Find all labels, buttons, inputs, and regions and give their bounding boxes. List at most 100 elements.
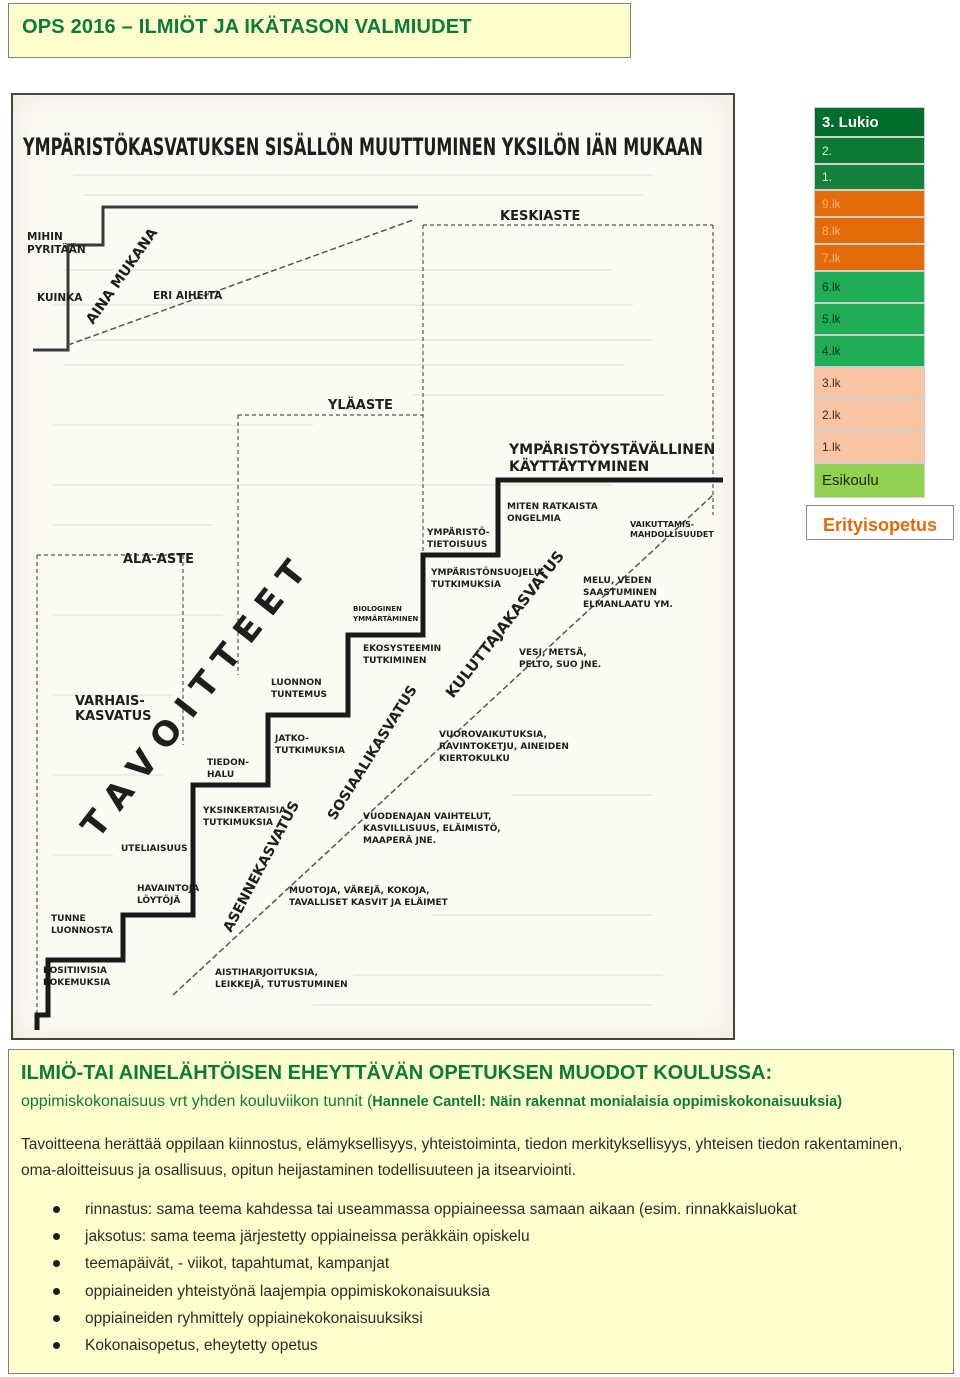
list-item: Kokonaisopetus, eheytetty opetus	[9, 1332, 797, 1359]
list-item-text: rinnastus: sama teema kahdessa tai useam…	[85, 1201, 797, 1218]
grade-row: 6.lk	[814, 271, 925, 303]
bullet-icon	[53, 1260, 60, 1268]
content-muotoja-1: MUOTOJA, VÄREJÄ, KOKOJA,	[289, 885, 430, 896]
scanned-diagram: YMPÄRISTÖKASVATUKSEN SISÄLLÖN MUUTTUMINE…	[11, 93, 735, 1040]
content-vuorovaikutuksia-3: KIERTOKULKU	[439, 754, 510, 764]
forms-list: rinnastus: sama teema kahdessa tai useam…	[9, 1196, 797, 1359]
content-vuodenajan-1: VUODENAJAN VAIHTELUT,	[363, 812, 492, 822]
content-melu-3: ELMANLAATU YM.	[583, 600, 673, 610]
grade-row: 3. Lukio	[814, 107, 925, 137]
level-keskiaste: KESKIASTE	[500, 209, 580, 224]
list-item-text: jaksotus: sama teema järjestetty oppiain…	[85, 1228, 530, 1246]
step-jatko-2: TUTKIMUKSIA	[275, 746, 345, 756]
content-vuodenajan-3: MAAPERÄ JNE.	[363, 835, 436, 846]
step-luonnon-2: TUNTEMUS	[271, 690, 327, 700]
step-uteliaisuus: UTELIAISUUS	[121, 844, 188, 854]
step-tiedonhalu-1: TIEDON-	[207, 758, 249, 768]
list-item: teemapäivät, - viikot, tapahtumat, kampa…	[9, 1250, 797, 1277]
list-item: jaksotus: sama teema järjestetty oppiain…	[9, 1223, 797, 1250]
step-ekosysteemin-1: EKOSYSTEEMIN	[363, 644, 441, 654]
aims-diagonal-line	[67, 219, 414, 346]
aim-eri-aiheita: ERI AIHEITA	[153, 290, 223, 302]
list-item-text: Kokonaisopetus, eheytetty opetus	[85, 1337, 318, 1355]
content-aistiharjoituksia-2: LEIKKEJÄ, TUTUSTUMINEN	[215, 979, 348, 990]
grade-row: 5.lk	[814, 303, 925, 335]
grade-row: 2.lk	[814, 399, 925, 431]
list-item-text: oppiaineiden yhteistyönä laajempia oppim…	[85, 1282, 490, 1300]
step-ymparistoystavallinen-1: YMPÄRISTÖYSTÄVÄLLINEN	[508, 440, 715, 458]
step-tiedonhalu-2: HALU	[207, 770, 234, 780]
aim-kuinka: KUINKA	[37, 292, 83, 304]
step-ymparistonsuojelu-2: TUTKIMUKSIA	[431, 580, 501, 590]
list-item: oppiaineiden ryhmittely oppiainekokonais…	[9, 1305, 797, 1332]
grade-row: Esikoulu	[814, 463, 925, 498]
step-havaintoja-1: HAVAINTOJA	[137, 884, 199, 894]
step-ekosysteemin-2: TUTKIMINEN	[363, 656, 426, 666]
list-item: oppiaineiden yhteistyönä laajempia oppim…	[9, 1278, 797, 1305]
grade-row: 1.lk	[814, 431, 925, 463]
step-ymparistotietoisuus-1: YMPÄRISTÖ-	[426, 527, 490, 538]
step-vaikuttamis-2: MAHDOLLISUUDET	[630, 530, 714, 539]
grade-row: 8.lk	[814, 217, 925, 244]
grade-row: 9.lk	[814, 190, 925, 217]
step-yksinkertaisia-1: YKSINKERTAISIA	[202, 806, 286, 816]
diagonal-line	[172, 494, 714, 996]
content-vesi-2: PELTO, SUO JNE.	[519, 660, 601, 670]
scan-texture	[53, 174, 663, 1006]
forms-text-box: ILMIÖ-TAI AINELÄHTÖISEN EHEYTTÄVÄN OPETU…	[8, 1049, 954, 1374]
aim-aina-mukana: AINA MUKANA	[83, 225, 161, 327]
content-aistiharjoituksia-1: AISTIHARJOITUKSIA,	[215, 968, 318, 978]
step-miten-2: ONGELMIA	[507, 514, 561, 524]
forms-subheading-text: oppimiskokonaisuus vrt yhden kouluviikon…	[21, 1093, 373, 1110]
content-vuorovaikutuksia-1: VUOROVAIKUTUKSIA,	[439, 730, 547, 740]
forms-heading: ILMIÖ-TAI AINELÄHTÖISEN EHEYTTÄVÄN OPETU…	[21, 1062, 773, 1084]
aims-staircase-line	[33, 205, 418, 352]
forms-subheading: oppimiskokonaisuus vrt yhden kouluviikon…	[21, 1093, 842, 1111]
step-yksinkertaisia-2: TUTKIMUKSIA	[203, 818, 273, 828]
level-ala-aste: ALA-ASTE	[123, 552, 194, 567]
page-title: OPS 2016 – ILMIÖT JA IKÄTASON VALMIUDET	[22, 16, 472, 38]
step-ymparistotietoisuus-2: TIETOISUUS	[427, 540, 487, 550]
content-vuorovaikutuksia-2: RAVINTOKETJU, AINEIDEN	[439, 742, 569, 752]
grade-row: 2.	[814, 137, 925, 164]
step-biologinen-2: YMMÄRTÄMINEN	[352, 614, 418, 623]
content-vuodenajan-2: KASVILLISUUS, ELÄIMISTÖ,	[363, 823, 501, 834]
aim-mihin-1: MIHIN	[27, 231, 63, 243]
staircase-diagram: YMPÄRISTÖKASVATUKSEN SISÄLLÖN MUUTTUMINE…	[22, 131, 723, 1030]
step-positiivisia-1: POSITIIVISIA	[43, 966, 107, 976]
content-melu-1: MELU, VEDEN	[583, 576, 652, 586]
step-luonnon-1: LUONNON	[271, 678, 322, 688]
content-muotoja-2: TAVALLISET KASVIT JA ELÄIMET	[289, 897, 449, 908]
content-melu-2: SAASTUMINEN	[583, 588, 657, 598]
step-ymparistoystavallinen-2: KÄYTTÄYTYMINEN	[509, 458, 649, 475]
forms-subheading-source: Hannele Cantell: Näin rakennat monialais…	[372, 1094, 843, 1110]
bullet-icon	[53, 1206, 60, 1213]
content-vesi-1: VESI, METSÄ,	[519, 647, 587, 658]
step-havaintoja-2: LÖYTÖJÄ	[137, 895, 180, 906]
bullet-icon	[53, 1342, 60, 1350]
level-varhais-2: KASVATUS	[75, 709, 152, 724]
bullet-icon	[53, 1314, 60, 1322]
diagram-heading: YMPÄRISTÖKASVATUKSEN SISÄLLÖN MUUTTUMINE…	[22, 131, 703, 161]
grade-row: 3.lk	[814, 367, 925, 399]
step-miten-1: MITEN RATKAISTA	[507, 502, 598, 512]
level-varhais-1: VARHAIS-	[75, 694, 145, 709]
step-vaikuttamis-1: VAIKUTTAMIS-	[630, 520, 694, 529]
goals-paragraph: Tavoitteena herättää oppilaan kiinnostus…	[21, 1136, 903, 1179]
aim-mihin-2: PYRITÄÄN	[27, 242, 86, 256]
erityisopetus-box: Erityisopetus	[806, 505, 954, 540]
list-item-text: teemapäivät, - viikot, tapahtumat, kampa…	[85, 1255, 390, 1273]
step-positiivisia-2: KOKEMUKSIA	[43, 978, 110, 988]
bullet-icon	[53, 1233, 60, 1241]
step-biologinen-1: BIOLOGINEN	[353, 605, 402, 613]
step-jatko-1: JATKO-	[274, 734, 309, 744]
dashed-guides	[36, 224, 714, 1025]
grade-row: 1.	[814, 164, 925, 190]
grade-row: 7.lk	[814, 244, 925, 271]
page-title-box: OPS 2016 – ILMIÖT JA IKÄTASON VALMIUDET	[8, 3, 631, 58]
step-tunne-1: TUNNE	[51, 914, 86, 924]
staircase-line	[34, 477, 723, 1030]
step-ymparistonsuojelu-1: YMPÄRISTÖNSUOJELU-	[430, 567, 545, 578]
step-tunne-2: LUONNOSTA	[51, 926, 113, 936]
list-item: rinnastus: sama teema kahdessa tai useam…	[9, 1196, 797, 1223]
